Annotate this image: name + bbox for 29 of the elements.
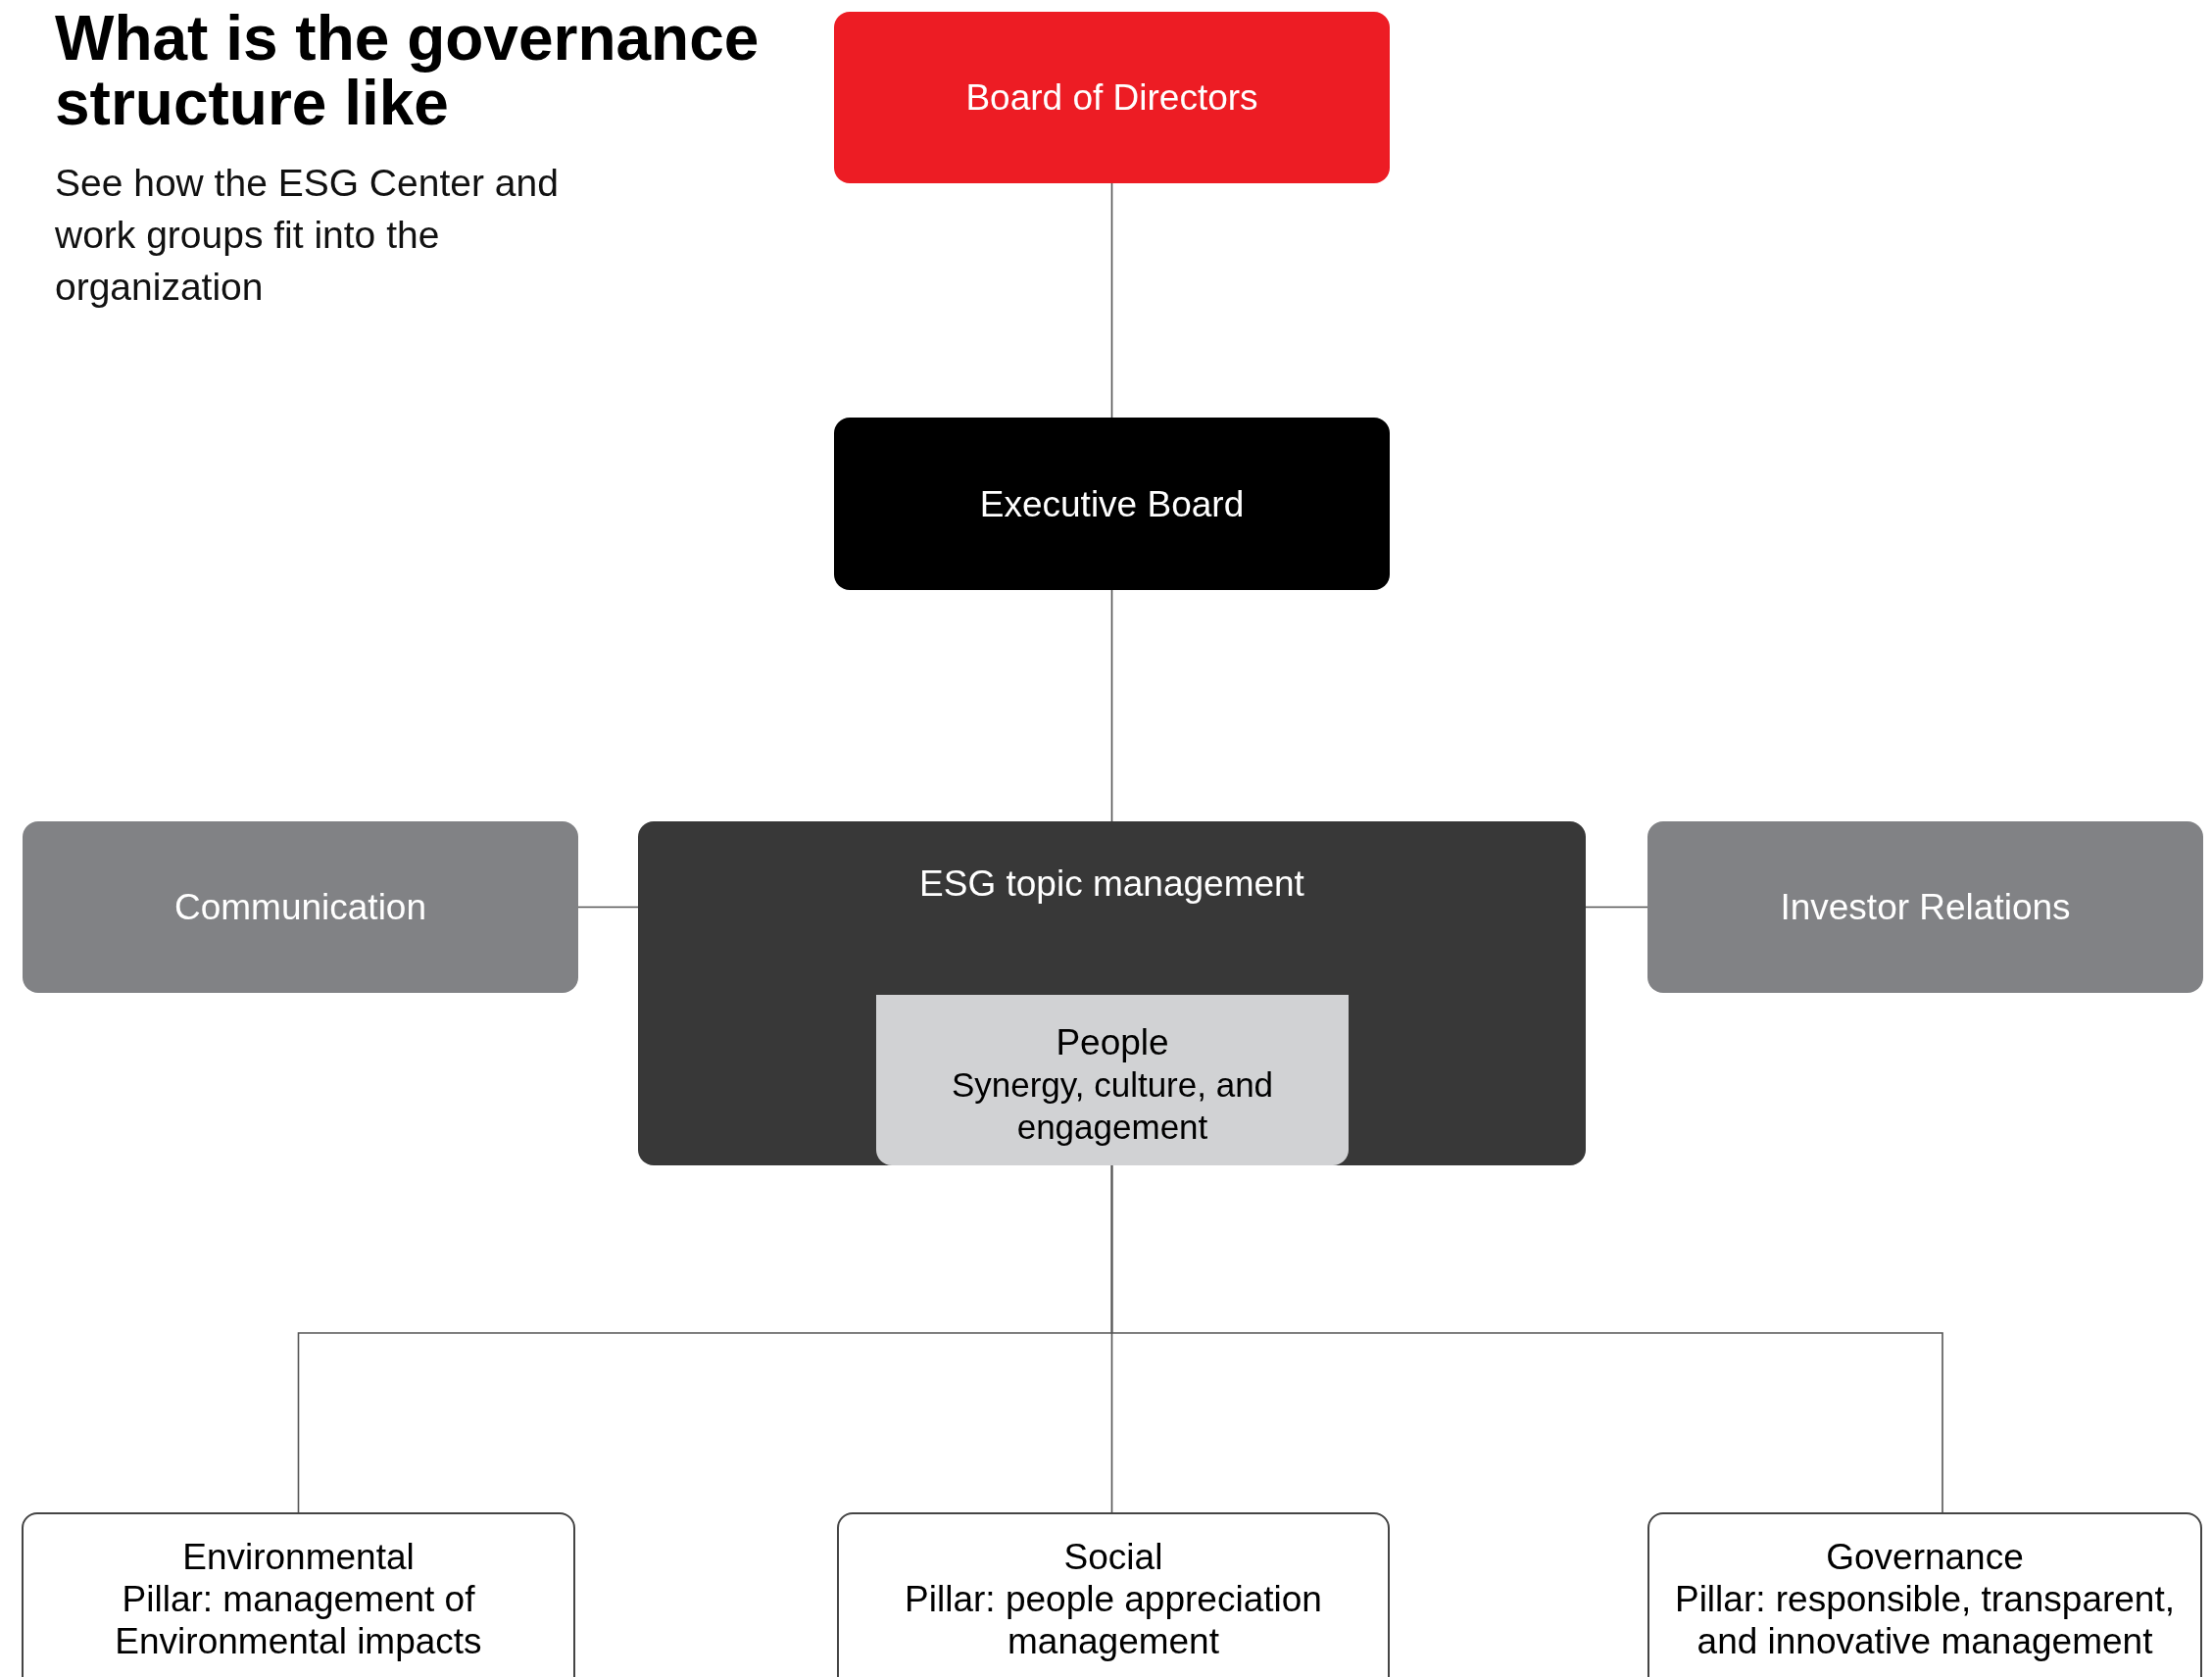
department-box — [1647, 821, 2203, 993]
node-description: Pillar: responsible, transparent, and innovative management — [1673, 1578, 2176, 1662]
node-heading: People — [1056, 1020, 1169, 1063]
board-box — [834, 12, 1390, 183]
management-box — [638, 821, 1586, 1165]
connector-line — [1110, 1164, 1943, 1513]
connector-line — [1110, 182, 1113, 419]
node-label: ESG topic management — [919, 863, 1304, 905]
executive-box — [834, 418, 1390, 590]
pillar-box — [22, 1512, 575, 1677]
connector-line — [577, 906, 639, 909]
work-group-box — [876, 995, 1349, 1165]
pillar-box — [837, 1512, 1390, 1677]
subtitle-text: See how the ESG Center and work groups fit into the organization — [55, 161, 560, 310]
node-heading: Social — [1063, 1536, 1163, 1578]
node-label: Board of Directors — [965, 76, 1258, 119]
department-box — [23, 821, 578, 993]
connector-line — [1585, 906, 1648, 909]
node-description: Pillar: people appreciation management — [904, 1578, 1323, 1662]
node-description: Pillar: management of Environmental impacts — [114, 1578, 483, 1662]
pillar-box — [1647, 1512, 2202, 1677]
node-label: Communication — [173, 886, 427, 928]
connector-line — [1110, 589, 1113, 822]
node-label: Executive Board — [979, 482, 1245, 525]
node-label: Investor Relations — [1780, 886, 2071, 928]
diagram-title: What is the governance structure like — [55, 6, 761, 135]
node-heading: Environmental — [182, 1536, 415, 1578]
node-description: Synergy, culture, and engagement — [950, 1063, 1275, 1148]
node-heading: Governance — [1826, 1536, 2024, 1578]
